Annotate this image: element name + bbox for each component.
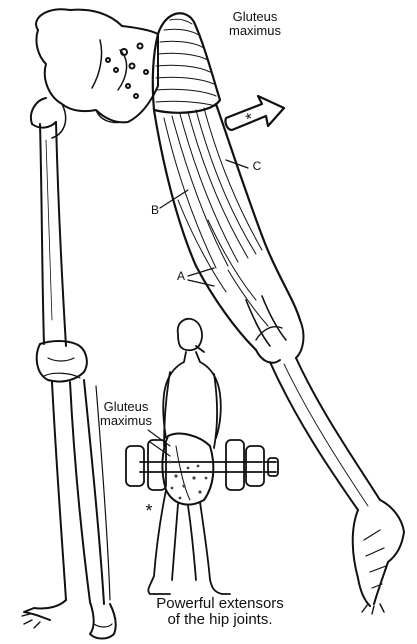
gluteus-top-line1: Gluteus [210,10,300,24]
left-foot [22,600,116,639]
gluteus-bottom-line2: maximus [86,414,166,428]
gluteus-top-line2: maximus [210,24,300,38]
label-a: A [174,270,188,283]
label-pointers [160,160,248,286]
right-foot [353,500,404,614]
caption-line1: Powerful extensors [130,596,310,612]
hamstring-muscles [154,104,300,350]
right-tibia [256,320,380,510]
caption-line2: of the hip joints. [130,612,310,628]
gluteus-bottom-line1: Gluteus [86,400,166,414]
gluteus-maximus-top-label: Gluteus maximus [210,10,300,37]
figure-caption: Powerful extensors of the hip joints. [130,596,310,628]
lifting-figure [126,319,278,594]
figure-asterisk: * [142,502,156,521]
left-femur [31,98,66,346]
left-knee [37,341,87,382]
pelvis [36,9,158,138]
label-b: B [148,204,162,217]
label-c: C [250,160,264,173]
gluteus-maximus-bottom-label: Gluteus maximus [86,400,166,427]
